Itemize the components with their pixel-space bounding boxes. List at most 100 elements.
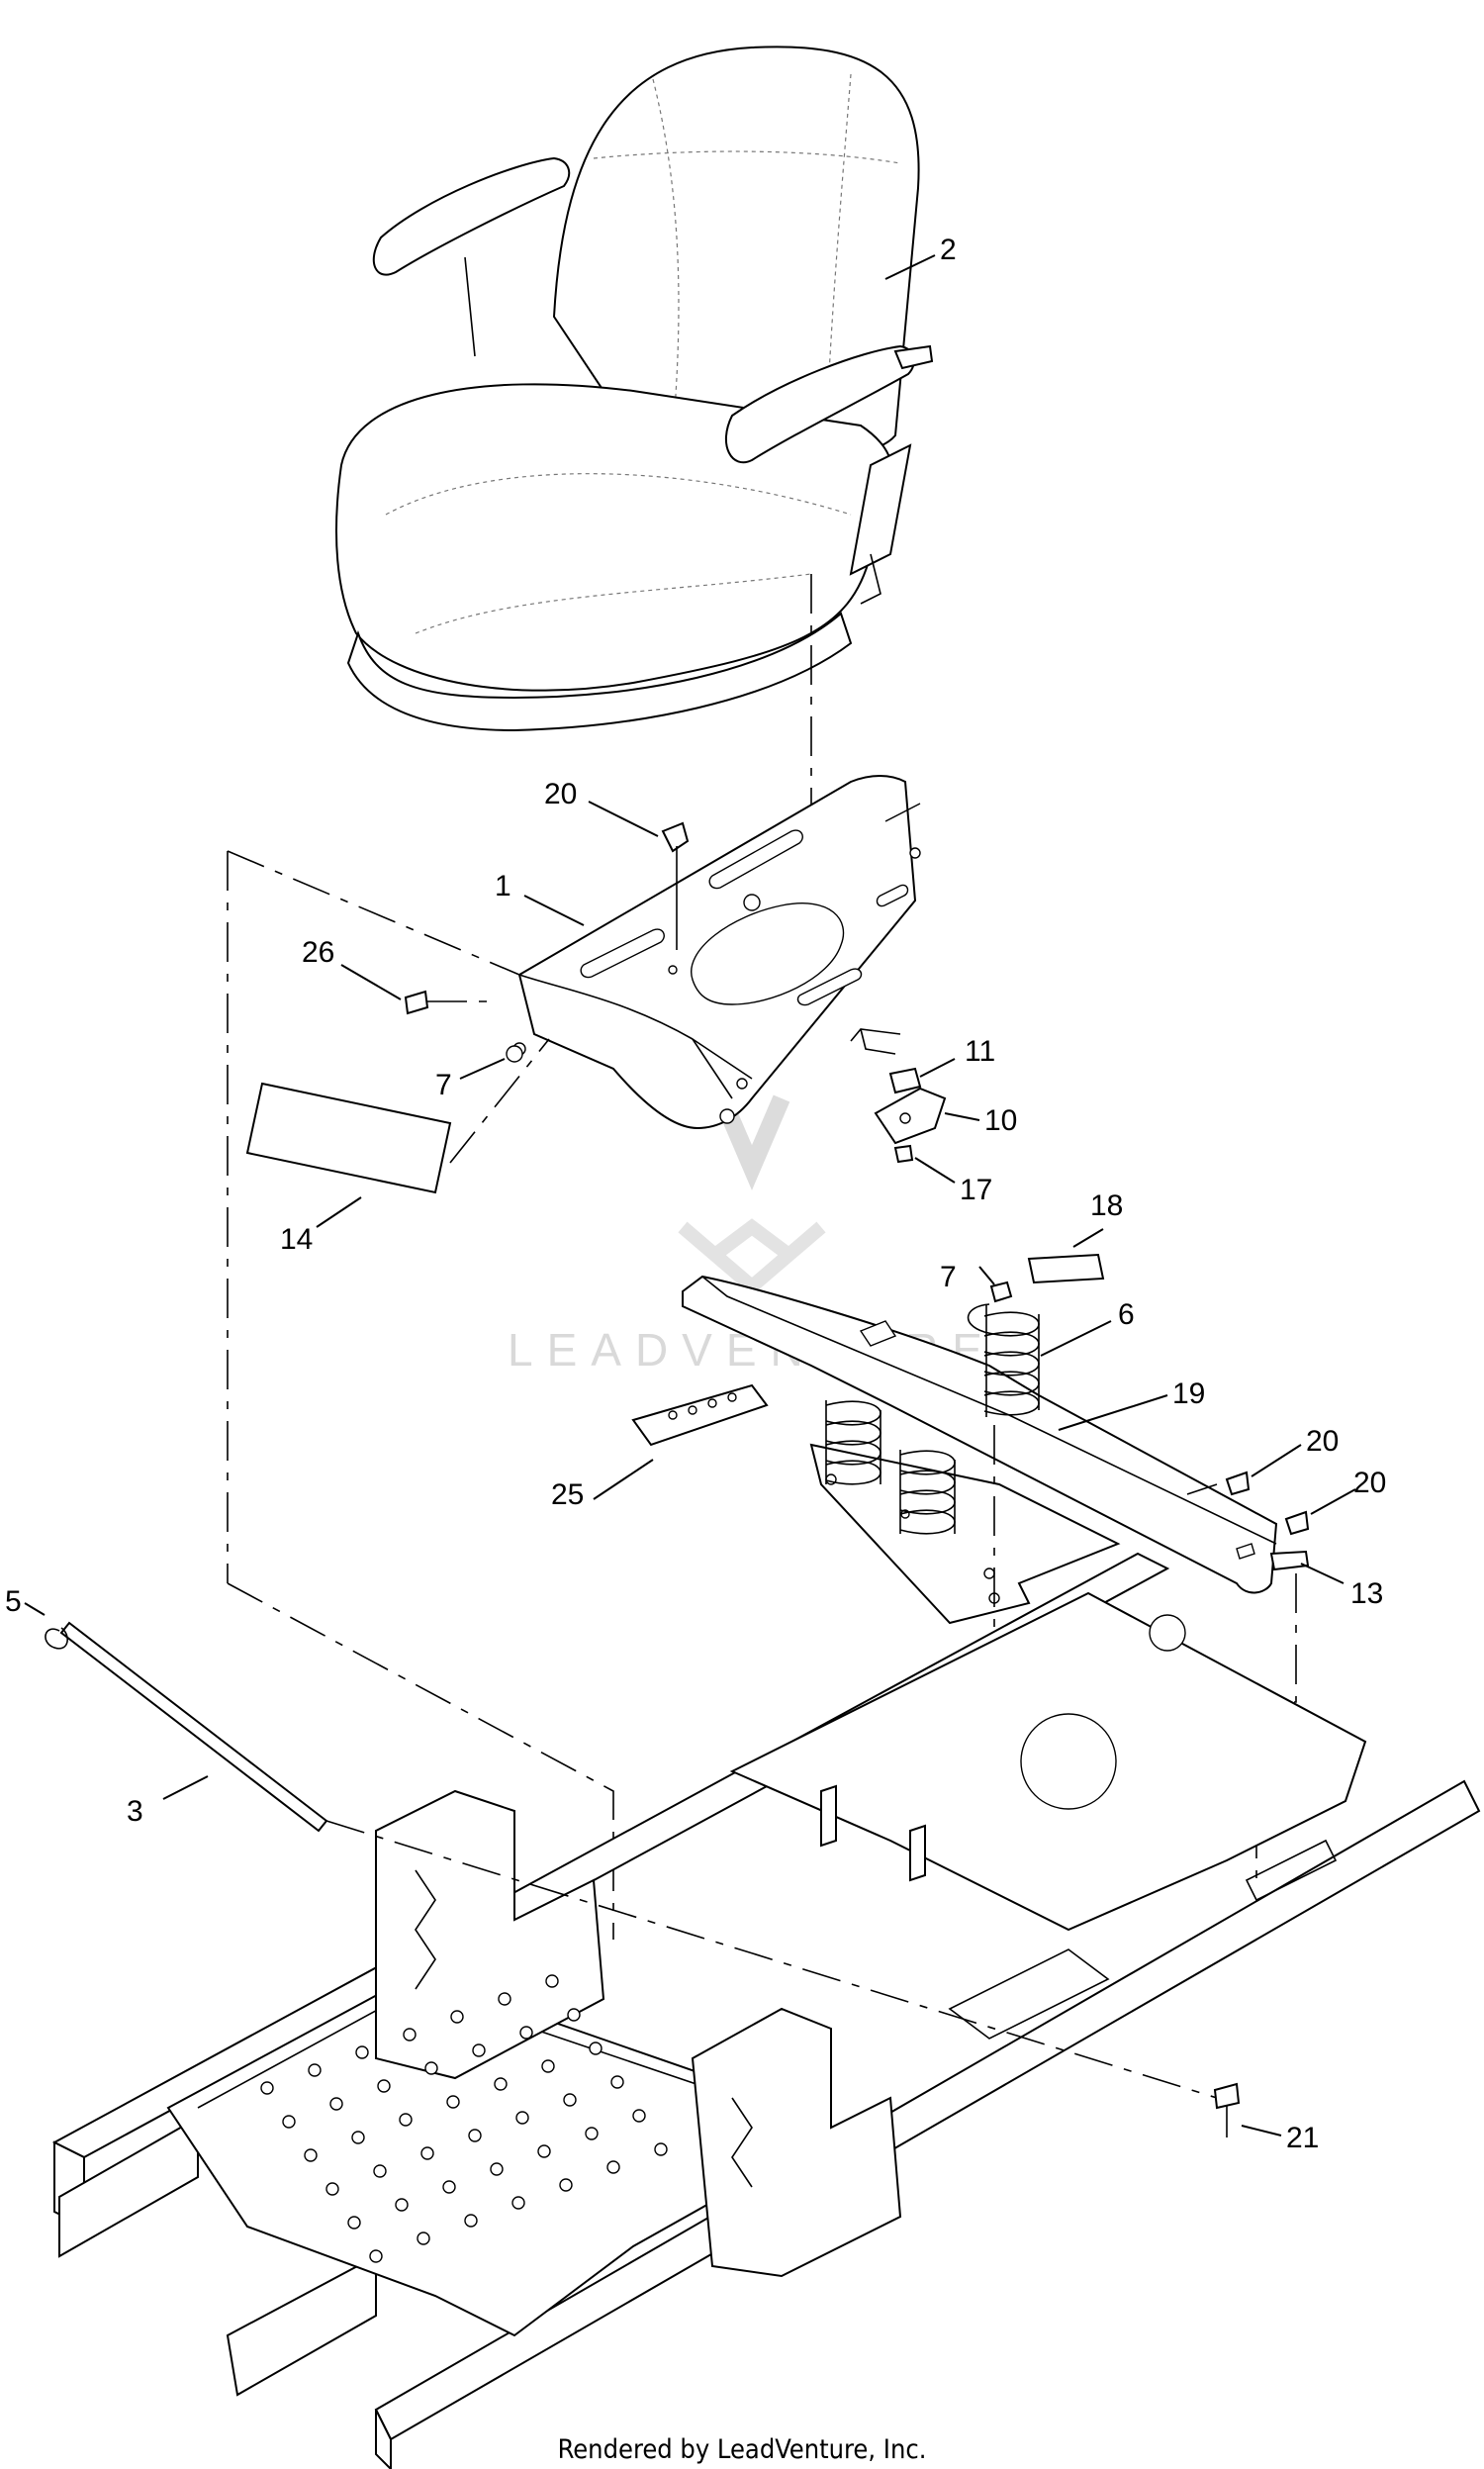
leader-25 <box>593 1459 654 1500</box>
bracket-13-part <box>1269 1550 1310 1571</box>
callout-20c: 20 <box>1353 1467 1386 1499</box>
leader-5 <box>24 1602 46 1616</box>
frame-hole <box>498 1992 511 2006</box>
bolt-26 <box>404 990 429 1015</box>
footer-credit: Rendered by LeadVenture, Inc. <box>558 2434 927 2465</box>
nut-7b <box>989 1281 1013 1303</box>
leader-10 <box>944 1112 980 1121</box>
leader-18 <box>1072 1228 1104 1248</box>
bolt-20c <box>1284 1510 1310 1536</box>
callout-25: 25 <box>551 1478 584 1511</box>
leader-7b <box>978 1266 995 1285</box>
frame-hole <box>351 2131 365 2144</box>
frame-hole <box>515 2111 529 2125</box>
frame-hole <box>567 2008 581 2022</box>
suspension-frame-part <box>682 1275 1278 1625</box>
frame-hole <box>377 2079 391 2093</box>
frame-hole <box>589 2042 603 2055</box>
frame-hole <box>424 2061 438 2075</box>
bolt-20b-axis <box>1186 1483 1218 1495</box>
callout-21: 21 <box>1286 2122 1319 2154</box>
leader-17 <box>914 1157 956 1184</box>
seat-plate-part <box>512 775 921 1130</box>
frame-hole <box>403 2028 417 2042</box>
frame-hole <box>329 2097 343 2111</box>
frame-hole <box>464 2214 478 2228</box>
callout-18: 18 <box>1090 1189 1123 1222</box>
align-line-decal-frame <box>227 1582 614 1940</box>
frame-hole <box>610 2075 624 2089</box>
bracket-25-part <box>631 1383 769 1447</box>
frame-hole-pattern <box>260 1974 668 2263</box>
frame-hole <box>537 2144 551 2158</box>
plate-edge-detail <box>850 1028 901 1042</box>
frame-hole <box>420 2146 434 2160</box>
frame-hole <box>417 2232 430 2245</box>
callout-20a: 20 <box>544 778 577 810</box>
leader-19 <box>1058 1394 1168 1431</box>
leader-20a <box>588 801 659 837</box>
frame-hole <box>260 2081 274 2095</box>
callout-7a: 7 <box>435 1069 452 1101</box>
decal-14-part <box>245 1082 452 1194</box>
frame-hole <box>308 2063 322 2077</box>
frame-hole <box>347 2216 361 2230</box>
leader-26 <box>340 964 402 1000</box>
frame-hole <box>355 2045 369 2059</box>
leader-11 <box>919 1058 956 1078</box>
nut-7a <box>506 1045 523 1063</box>
leader-7a <box>459 1058 506 1080</box>
callout-20b: 20 <box>1306 1425 1339 1458</box>
decal-dash-right <box>449 1038 550 1164</box>
frame-hole <box>494 2077 508 2091</box>
leader-6 <box>1040 1320 1112 1357</box>
callout-3: 3 <box>127 1795 143 1828</box>
frame-hole <box>450 2010 464 2024</box>
bolt-20b <box>1225 1471 1251 1496</box>
frame-hole <box>585 2127 599 2140</box>
leader-20b <box>1251 1444 1302 1477</box>
frame-hole <box>472 2043 486 2057</box>
frame-hole <box>468 2129 482 2142</box>
rod-axis <box>325 1820 1218 2099</box>
decal-dash-top <box>227 850 520 976</box>
leader-13 <box>1300 1563 1345 1584</box>
frame-hole <box>563 2093 577 2107</box>
callout-26: 26 <box>302 936 334 969</box>
callout-14: 14 <box>280 1223 313 1256</box>
frame-hole <box>373 2164 387 2178</box>
callout-5: 5 <box>5 1585 22 1618</box>
seat-part <box>335 46 934 732</box>
frame-hole <box>654 2142 668 2156</box>
frame-hole <box>442 2180 456 2194</box>
bolt-21 <box>1213 2082 1241 2110</box>
callout-19: 19 <box>1172 1377 1205 1410</box>
callout-1: 1 <box>495 870 511 902</box>
leader-2 <box>884 254 936 280</box>
main-frame-part <box>51 1552 1481 2469</box>
rod-3-part <box>59 1621 328 1833</box>
frame-hole <box>632 2109 646 2123</box>
callout-13: 13 <box>1350 1577 1383 1610</box>
leader-14 <box>316 1196 362 1228</box>
callout-6: 6 <box>1118 1298 1135 1331</box>
leader-21 <box>1241 2125 1282 2137</box>
frame-hole <box>541 2059 555 2073</box>
clip-5-part <box>45 1627 68 1650</box>
frame-hole <box>545 1974 559 1988</box>
callout-10: 10 <box>984 1104 1017 1137</box>
leader-20c <box>1310 1488 1356 1515</box>
callout-11: 11 <box>965 1035 995 1068</box>
bolt-20a <box>661 821 690 853</box>
frame-hole <box>325 2182 339 2196</box>
frame-hole <box>519 2026 533 2040</box>
isolator-assembly <box>860 1028 947 1164</box>
leader-3 <box>162 1775 209 1800</box>
frame-hole <box>399 2113 413 2127</box>
frame-hole <box>304 2148 318 2162</box>
callout-7b: 7 <box>940 1261 957 1293</box>
springs <box>825 1303 1040 1535</box>
frame-hole <box>282 2115 296 2129</box>
frame-hole <box>559 2178 573 2192</box>
